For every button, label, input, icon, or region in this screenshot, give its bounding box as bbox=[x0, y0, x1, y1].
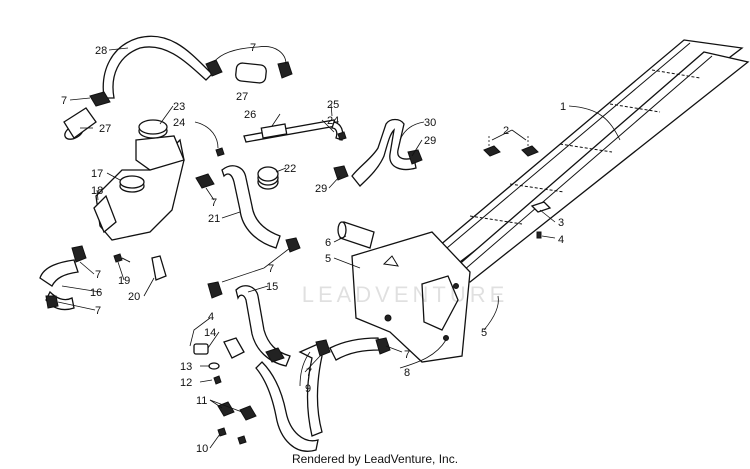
callout-30: 30 bbox=[424, 117, 436, 129]
connector-tube-part-6[interactable] bbox=[337, 221, 375, 249]
bolt-part-10[interactable] bbox=[217, 427, 247, 445]
hose-part-30[interactable] bbox=[351, 118, 417, 187]
hose-clamp-part-24[interactable] bbox=[215, 131, 347, 157]
manifold-end-plate[interactable] bbox=[351, 231, 471, 363]
callout-22: 22 bbox=[284, 163, 296, 175]
hose-part-21[interactable] bbox=[221, 165, 281, 249]
callout-21: 21 bbox=[208, 213, 220, 225]
callout-12: 12 bbox=[180, 377, 192, 389]
hose-part-9[interactable] bbox=[255, 343, 323, 452]
callout-labels: 1 2 3 4 4 5 5 6 7 7 7 7 7 7 7 7 8 9 10 1… bbox=[61, 42, 566, 455]
callout-5: 5 bbox=[481, 327, 487, 339]
screw-part-19[interactable] bbox=[113, 253, 131, 263]
callout-1: 1 bbox=[560, 101, 566, 113]
leader-lines bbox=[57, 46, 621, 449]
callout-13: 13 bbox=[180, 361, 192, 373]
callout-29: 29 bbox=[424, 135, 436, 147]
callout-3: 3 bbox=[558, 217, 564, 229]
callout-23: 23 bbox=[173, 101, 185, 113]
callout-17: 17 bbox=[91, 168, 103, 180]
coolant-reservoir-part-17[interactable] bbox=[93, 135, 185, 241]
bracket-part-20[interactable] bbox=[151, 255, 167, 281]
mounting-hardware-part-2[interactable] bbox=[483, 136, 552, 239]
hose-part-8[interactable] bbox=[329, 337, 381, 361]
callout-7: 7 bbox=[95, 269, 101, 281]
callout-7: 7 bbox=[268, 263, 274, 275]
coupler-part-27[interactable] bbox=[62, 62, 267, 142]
hose-clamp-part-7[interactable] bbox=[207, 281, 391, 363]
heat-exchanger-part-1[interactable] bbox=[418, 39, 750, 283]
spring-part-22[interactable] bbox=[257, 166, 279, 190]
callout-20: 20 bbox=[128, 291, 140, 303]
callout-9: 9 bbox=[305, 383, 311, 395]
hose-clamp-part-7[interactable] bbox=[89, 59, 293, 107]
callout-19: 19 bbox=[118, 275, 130, 287]
callout-11: 11 bbox=[196, 395, 207, 407]
hose-clamp-part-29[interactable] bbox=[333, 149, 423, 181]
callout-10: 10 bbox=[196, 443, 208, 455]
callout-15: 15 bbox=[266, 281, 278, 293]
callout-25: 25 bbox=[327, 99, 339, 111]
callout-7: 7 bbox=[306, 367, 312, 379]
callout-27: 27 bbox=[236, 91, 248, 103]
callout-27: 27 bbox=[99, 123, 111, 135]
callout-6: 6 bbox=[325, 237, 331, 249]
callout-7: 7 bbox=[61, 95, 67, 107]
hose-clamp-part-7[interactable] bbox=[45, 245, 87, 309]
callout-7: 7 bbox=[250, 42, 256, 54]
callout-2: 2 bbox=[503, 125, 509, 137]
callout-7: 7 bbox=[211, 197, 217, 209]
callout-28: 28 bbox=[95, 45, 107, 57]
callout-7: 7 bbox=[95, 305, 101, 317]
rendered-by-footer: Rendered by LeadVenture, Inc. bbox=[291, 452, 459, 466]
callout-26: 26 bbox=[244, 109, 256, 121]
hose-part-15[interactable] bbox=[235, 285, 291, 367]
callout-7: 7 bbox=[404, 349, 410, 361]
clamp-part-11[interactable] bbox=[217, 401, 257, 421]
callout-4: 4 bbox=[208, 311, 214, 323]
callout-4: 4 bbox=[558, 234, 564, 246]
reservoir-cap-part-23[interactable] bbox=[138, 119, 168, 139]
bleeder-fitting-part-14[interactable] bbox=[193, 337, 245, 359]
callout-5: 5 bbox=[325, 253, 331, 265]
callout-29: 29 bbox=[315, 183, 327, 195]
washer-part-13[interactable] bbox=[208, 362, 220, 370]
callout-14: 14 bbox=[204, 327, 216, 339]
callout-16: 16 bbox=[90, 287, 102, 299]
callout-24: 24 bbox=[327, 115, 339, 127]
screw-part-12[interactable] bbox=[213, 375, 222, 385]
callout-24: 24 bbox=[173, 117, 185, 129]
callout-18: 18 bbox=[91, 185, 103, 197]
hose-part-28[interactable] bbox=[102, 35, 213, 99]
callout-8: 8 bbox=[404, 367, 410, 379]
